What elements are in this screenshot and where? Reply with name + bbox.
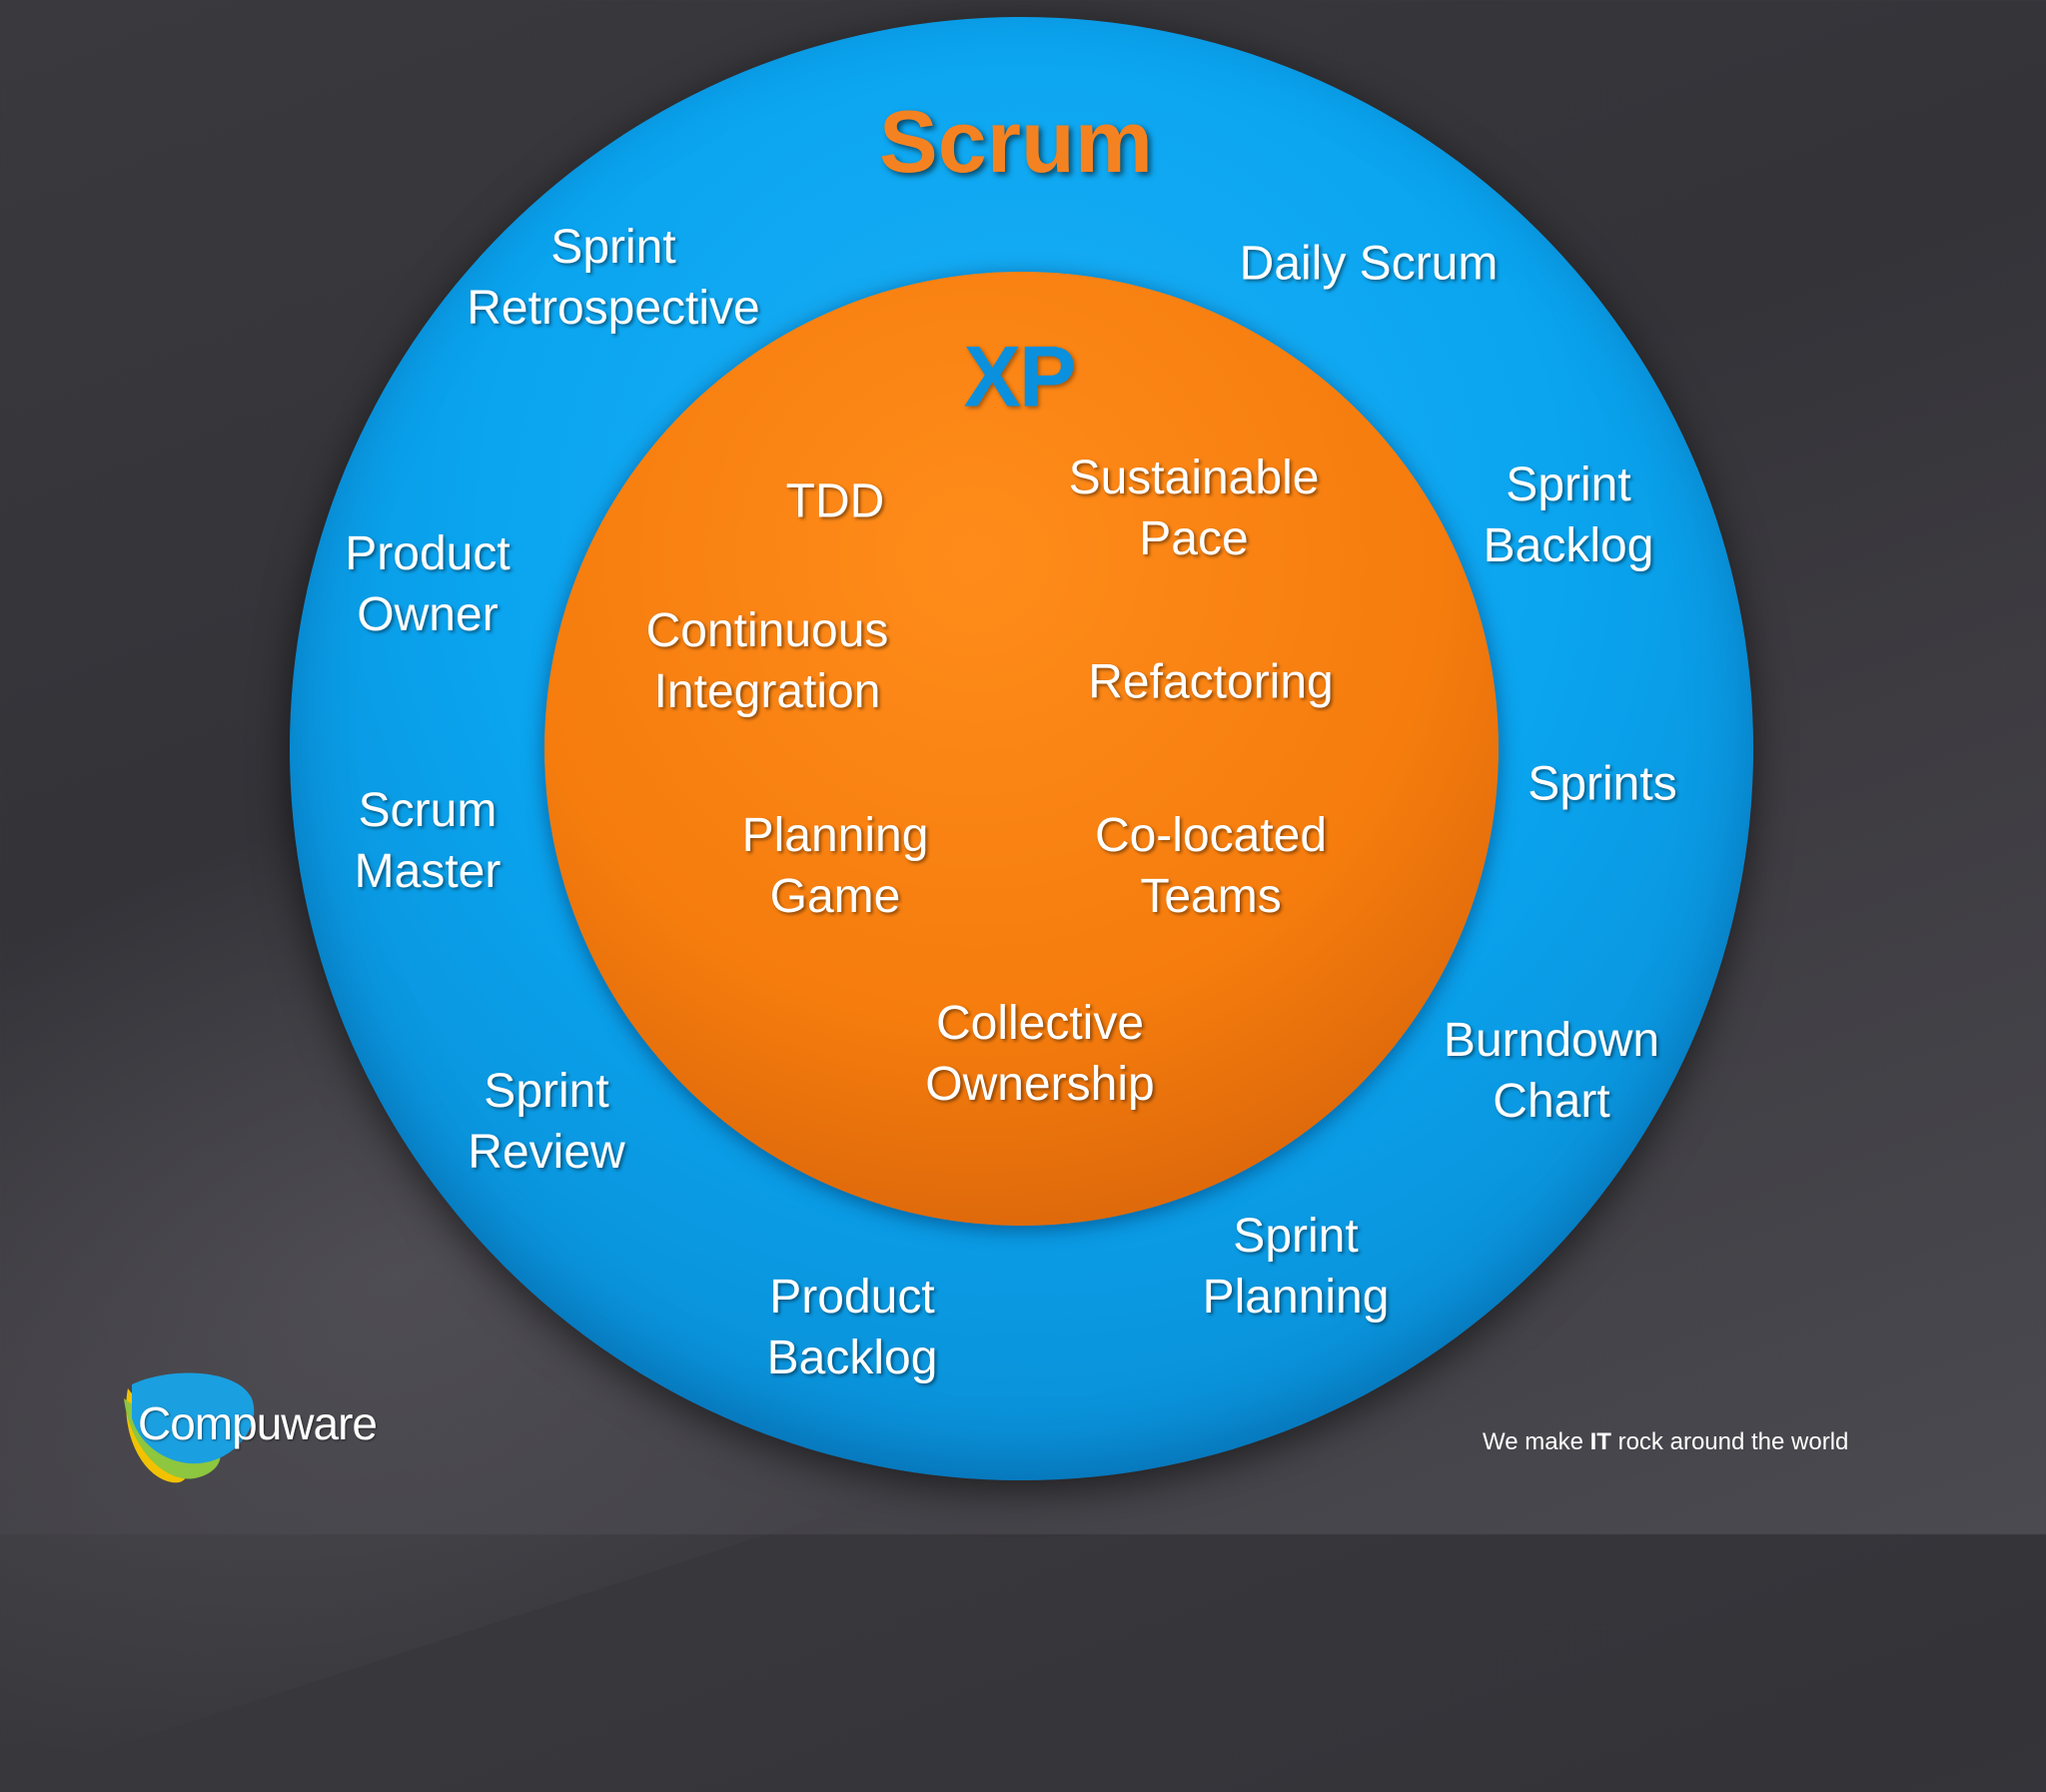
xp-inner-circle (544, 272, 1499, 1226)
scrum-item-scrum-master: Scrum Master (354, 784, 502, 898)
tagline-post: rock around the world (1610, 1428, 1849, 1455)
xp-item-tdd: TDD (785, 474, 885, 528)
xp-item-co-located-teams: Co-located Teams (1094, 809, 1328, 923)
scrum-item-product-backlog: Product Backlog (766, 1271, 938, 1384)
tagline: We make IT rock around the world (1483, 1428, 1848, 1456)
xp-item-planning-game: Planning Game (741, 809, 929, 923)
scrum-xp-diagram: Scrum XP Sprint Retrospective Daily Scru… (290, 17, 1753, 1480)
xp-item-refactoring: Refactoring (1088, 655, 1334, 709)
scrum-title: Scrum (879, 92, 1153, 191)
scrum-item-sprints: Sprints (1528, 757, 1677, 811)
scrum-item-sprint-planning: Sprint Planning (1202, 1210, 1390, 1324)
scrum-item-daily-scrum: Daily Scrum (1239, 237, 1499, 291)
xp-item-continuous-integration: Continuous Integration (645, 604, 889, 718)
scrum-item-burndown-chart: Burndown Chart (1443, 1014, 1660, 1128)
scrum-item-sprint-retrospective: Sprint Retrospective (467, 221, 760, 335)
scrum-item-sprint-backlog: Sprint Backlog (1483, 458, 1654, 572)
compuware-logo-icon (124, 1372, 255, 1483)
logo-wordmark: Compuware (138, 1397, 378, 1449)
xp-title: XP (963, 329, 1077, 426)
tagline-bold: IT (1589, 1428, 1611, 1455)
scrum-item-product-owner: Product Owner (345, 527, 511, 641)
xp-item-sustainable-pace: Sustainable Pace (1068, 451, 1320, 565)
tagline-pre: We make (1483, 1428, 1590, 1455)
xp-item-collective-ownership: Collective Ownership (925, 997, 1155, 1111)
compuware-logo: Compuware (110, 1358, 410, 1488)
scrum-item-sprint-review: Sprint Review (468, 1065, 625, 1179)
